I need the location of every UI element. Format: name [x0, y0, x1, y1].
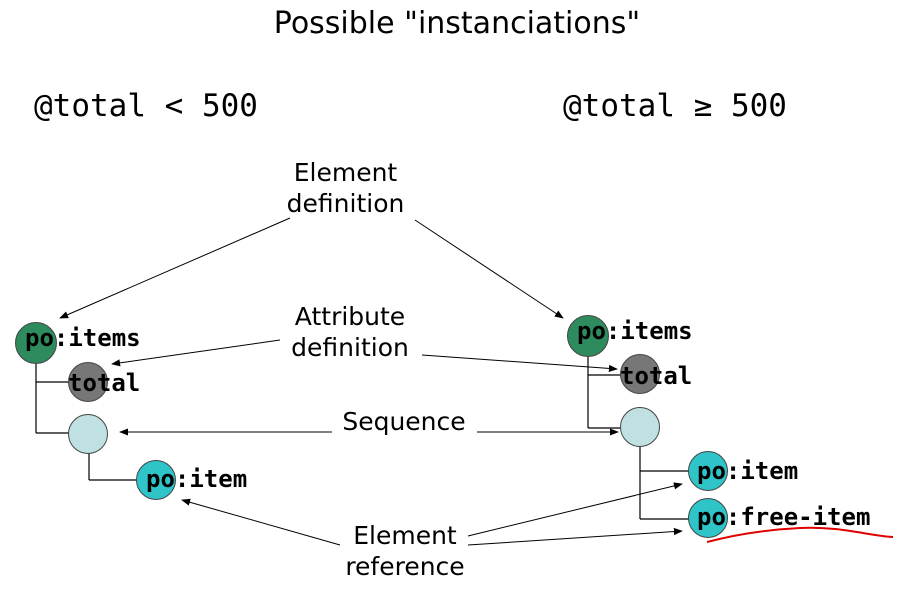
right-tree-lines: [587, 354, 689, 520]
spell-underline: [706, 526, 894, 543]
left-tree-lines: [35, 360, 138, 481]
left-attribute-label: total: [68, 369, 141, 397]
right-attribute-circle: [620, 354, 660, 394]
right-root-element-circle: [567, 315, 609, 357]
condition-left: @total < 500: [34, 88, 258, 124]
left-child-element-label: po:item: [146, 465, 248, 493]
condition-right: @total ≥ 500: [563, 88, 787, 124]
right-child-element-label: po:item: [697, 457, 799, 485]
right-child-free-element-circle: [688, 498, 728, 538]
label-element-definition: Element definition: [286, 158, 405, 218]
left-attribute-circle: [68, 362, 108, 402]
arrow-element-reference-right-2: [467, 527, 683, 546]
label-element-reference: Element reference: [345, 521, 465, 581]
page-title: Possible "instanciations": [273, 6, 641, 41]
right-child-free-element-label: po:free-item: [697, 503, 871, 531]
left-child-element-circle: [136, 460, 176, 500]
left-root-element-label: po:items: [25, 324, 141, 352]
left-root-element-circle: [15, 322, 57, 364]
arrow-element-reference-left: [181, 498, 341, 546]
left-sequence-circle: [68, 414, 108, 454]
arrow-element-reference-right-1: [467, 482, 683, 537]
right-root-element-label: po:items: [577, 317, 693, 345]
arrow-element-definition-left: [59, 217, 291, 319]
arrow-element-definition-right: [414, 219, 564, 319]
right-child-element-circle: [688, 451, 728, 491]
right-sequence-circle: [620, 407, 660, 447]
arrow-attribute-definition-right: [421, 354, 618, 373]
label-sequence: Sequence: [342, 407, 466, 436]
right-attribute-label: total: [620, 362, 693, 390]
arrow-attribute-definition-left: [111, 339, 281, 367]
label-attribute-definition: Attribute definition: [291, 302, 409, 362]
annotation-arrows: [59, 217, 683, 546]
